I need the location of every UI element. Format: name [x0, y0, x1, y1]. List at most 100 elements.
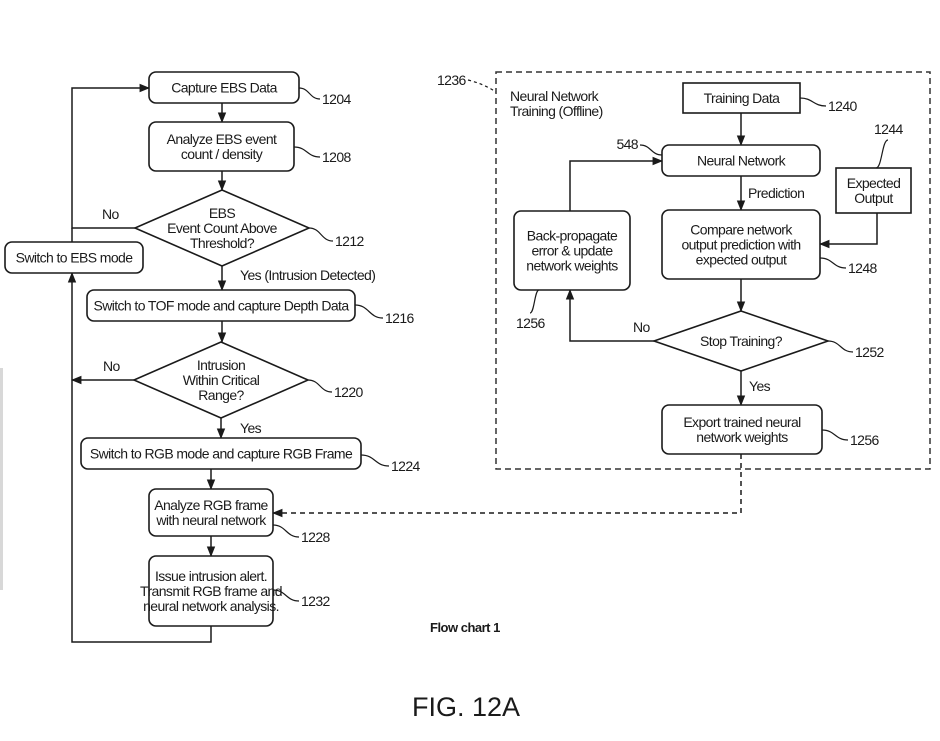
node-label: Switch to RGB mode and capture RGB Frame — [90, 446, 353, 462]
edge-issue-alert-to-switch-ebs — [67, 271, 212, 643]
edge-back-propagate-to-neural-network — [569, 156, 664, 211]
reference-number: 548 — [616, 136, 638, 152]
training-container-boundary — [495, 71, 931, 470]
process-box — [661, 144, 821, 177]
edge-export-weights-to-analyze-rgb — [271, 454, 742, 518]
edge-label: No — [103, 358, 121, 374]
node-label: Threshold? — [190, 235, 255, 251]
edge-label: No — [102, 206, 120, 222]
node-switch-rgb: Switch to RGB mode and capture RGB Frame… — [80, 437, 421, 474]
reference-number: 1228 — [301, 529, 331, 545]
container-ref-leader — [467, 79, 497, 93]
node-label: Capture EBS Data — [171, 80, 277, 96]
node-label: Intrusion — [197, 357, 245, 373]
decision-diamond — [132, 341, 310, 419]
node-label: Switch to TOF mode and capture Depth Dat… — [93, 298, 349, 314]
edge-label: Prediction — [748, 185, 804, 201]
node-label: network weights — [696, 429, 788, 445]
container-title: Neural Network — [510, 88, 600, 104]
reference-number: 1224 — [391, 458, 421, 474]
node-label: Training Data — [704, 90, 781, 106]
reference-number: 1240 — [828, 98, 858, 114]
node-label: Transmit RGB frame and — [140, 583, 282, 599]
reference-leader — [307, 379, 333, 393]
node-label: Neural Network — [697, 153, 787, 169]
reference-number: 1256 — [850, 432, 880, 448]
node-label: Event Count Above — [167, 220, 277, 236]
node-label: Within Critical — [183, 372, 260, 388]
process-box — [513, 210, 631, 291]
reference-number: 1248 — [848, 260, 878, 276]
node-label: neural network analysis. — [143, 598, 279, 614]
reference-number: 1252 — [855, 344, 885, 360]
reference-leader — [639, 144, 663, 156]
edge-label: No — [633, 319, 651, 335]
reference-leader — [821, 429, 849, 441]
edge-label: Yes — [240, 420, 262, 436]
process-box — [661, 209, 821, 280]
node-label: expected output — [696, 252, 787, 268]
reference-leader — [875, 139, 889, 169]
reference-leader — [272, 524, 300, 538]
node-label: Stop Training? — [700, 333, 783, 349]
node-label: output prediction with — [681, 237, 800, 253]
node-label: Issue intrusion alert. — [155, 568, 267, 584]
node-switch-ebs: Switch to EBS mode — [4, 241, 144, 274]
node-label: Output — [854, 190, 893, 206]
node-stop-training: Stop Training? 1252 — [651, 310, 885, 372]
reference-leader — [298, 87, 321, 100]
node-label: Range? — [198, 387, 244, 403]
reference-number: 1244 — [874, 121, 904, 137]
node-label: Expected — [847, 175, 901, 191]
container-title: Training (Offline) — [510, 103, 603, 119]
decision-diamond — [133, 189, 311, 267]
reference-leader — [819, 257, 847, 269]
figure-label: FIG. 12A — [412, 692, 520, 722]
reference-leader — [529, 289, 540, 314]
node-neural-network: Neural Network 548 — [616, 136, 821, 177]
reference-leader — [293, 146, 321, 158]
reference-number: 1256 — [516, 315, 546, 331]
node-issue-alert: Issue intrusion alert.Transmit RGB frame… — [140, 555, 331, 627]
reference-leader — [272, 589, 300, 602]
node-label: Back-propagate — [527, 228, 618, 244]
data-box — [682, 82, 801, 114]
page-edge-rule — [0, 368, 3, 590]
node-label: error & update — [531, 243, 613, 259]
node-label: count / density — [181, 146, 263, 162]
data-box — [835, 167, 912, 214]
reference-number: 1204 — [322, 91, 352, 107]
reference-leader — [799, 97, 827, 107]
node-training-data: Training Data 1240 — [682, 82, 858, 114]
node-label: with neural network — [155, 512, 267, 528]
node-capture-ebs: Capture EBS Data 1204 — [148, 71, 352, 107]
container-ref-number: 1236 — [437, 72, 467, 88]
edge-expected-output-to-compare-output — [818, 213, 878, 249]
reference-number: 1208 — [322, 149, 352, 165]
node-label: Switch to EBS mode — [16, 250, 134, 266]
reference-leader — [354, 304, 384, 319]
process-box — [148, 555, 274, 627]
node-label: Analyze EBS event — [167, 131, 277, 147]
reference-number: 1220 — [334, 384, 364, 400]
edge-stop-training-to-back-propagate — [565, 288, 654, 342]
node-label: Export trained neural — [683, 414, 801, 430]
reference-number: 1212 — [335, 233, 365, 249]
edge-label: Yes (Intrusion Detected) — [240, 267, 375, 283]
reference-leader — [360, 454, 390, 467]
reference-number: 1232 — [301, 593, 331, 609]
flowchart-caption: Flow chart 1 — [430, 620, 500, 635]
node-label: Analyze RGB frame — [154, 497, 268, 513]
reference-leader — [827, 340, 854, 353]
process-box — [4, 241, 144, 274]
reference-leader — [308, 227, 334, 242]
decision-diamond — [651, 310, 831, 372]
process-box — [80, 437, 362, 470]
